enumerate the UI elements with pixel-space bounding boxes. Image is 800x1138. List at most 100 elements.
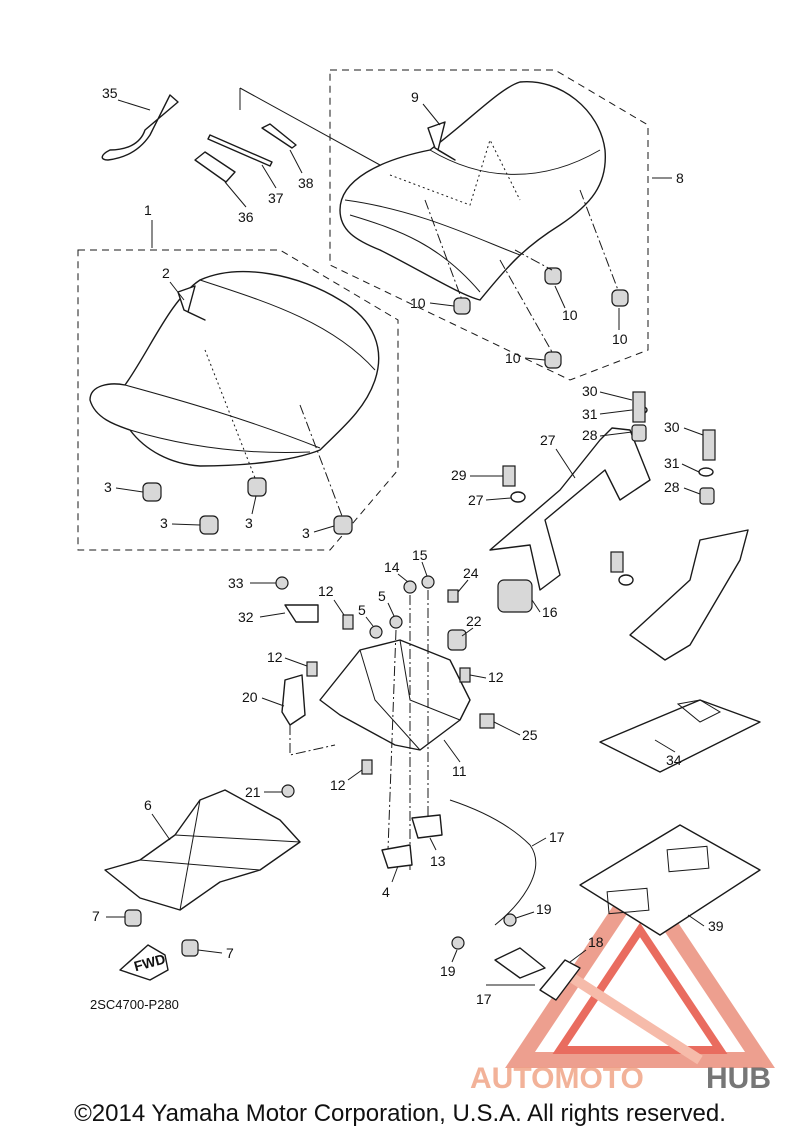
seat-lock-bracket-11 [319, 639, 471, 751]
callout-27-a: 27 [468, 492, 484, 508]
callout-31-b: 31 [664, 455, 680, 471]
callout-28-b: 28 [664, 479, 680, 495]
nut-5-a [369, 625, 383, 639]
fwd-arrow: FWD [119, 944, 169, 981]
callout-30-b: 30 [664, 419, 680, 435]
callout-8: 8 [676, 170, 684, 186]
lock-13 [411, 814, 443, 839]
bolt-30-a [632, 391, 646, 423]
lock-4 [381, 844, 413, 869]
callout-35: 35 [102, 85, 118, 101]
callout-6: 6 [144, 797, 152, 813]
hook-wrench-35 [101, 94, 179, 161]
callout-15: 17 [549, 829, 565, 845]
callout-21: 21 [245, 784, 261, 800]
callout-10-a: 10 [410, 295, 426, 311]
callout-3-b: 3 [160, 515, 168, 531]
watermark-text: AUTOMOTO HUB [470, 1062, 771, 1095]
collar-28-b [699, 487, 715, 505]
bolt-30-b [702, 429, 716, 461]
collar-28-a [631, 424, 647, 442]
callout-33: 33 [228, 575, 244, 591]
damper-3-d [333, 515, 353, 535]
washer-27-b [618, 574, 634, 586]
bolt-29-a [502, 465, 516, 487]
washer-31-b [698, 467, 714, 477]
bracket-20 [281, 674, 306, 726]
callout-9: 9 [411, 89, 419, 105]
callout-16: 16 [542, 604, 558, 620]
grab-bar-26 [489, 427, 651, 591]
damper-3-a [142, 482, 162, 502]
nut-14-a [403, 580, 417, 594]
bolt-12-b [306, 661, 318, 677]
rear-seat [339, 81, 606, 301]
callout-36: 36 [238, 209, 254, 225]
front-seat [89, 270, 380, 467]
watermark-logo [505, 865, 775, 1068]
manual-39 [579, 824, 761, 936]
callout-12-b: 12 [267, 649, 283, 665]
bolt-19-a [503, 913, 517, 927]
callout-37: 37 [268, 190, 284, 206]
callout-31-a: 31 [582, 406, 598, 422]
callout-29-a: 29 [451, 467, 467, 483]
callout-26: 27 [540, 432, 556, 448]
clip-22 [447, 629, 467, 651]
bolt-29-b [610, 551, 624, 573]
rear-seat-group-outline [329, 69, 649, 381]
callout-10-d: 10 [505, 350, 521, 366]
callout-5-a: 5 [358, 602, 366, 618]
callout-23: 24 [463, 565, 479, 581]
latch-18 [539, 959, 581, 1001]
washer-27-a [510, 491, 526, 503]
callout-28-a: 28 [582, 427, 598, 443]
callout-34: 34 [666, 752, 682, 768]
callout-2: 2 [162, 265, 170, 281]
diagram-code: 2SC4700-P280 [90, 997, 179, 1012]
callout-12-c: 12 [488, 669, 504, 685]
hex-key-38 [261, 123, 297, 149]
damper-7-a [124, 909, 142, 927]
callout-12-d: 12 [330, 777, 346, 793]
bolt-12-a [342, 614, 354, 630]
bolt-33 [275, 576, 289, 590]
watermark-part1: AUTOMOTO [470, 1062, 644, 1095]
callouts: 35 9 8 38 37 36 1 2 10 10 10 10 30 31 28… [92, 85, 724, 1007]
callout-10-b: 10 [562, 307, 578, 323]
callout-14-b: 15 [412, 547, 428, 563]
damper-10-b [544, 267, 562, 285]
callout-38: 38 [298, 175, 314, 191]
pouch-34 [599, 699, 761, 773]
nut-14-b [421, 575, 435, 589]
damper-10-c [611, 289, 629, 307]
bolt-21 [281, 784, 295, 798]
bolt-12-d [361, 759, 373, 775]
cap-16 [497, 579, 533, 613]
callout-32: 32 [238, 609, 254, 625]
wrench-37 [207, 134, 273, 167]
callout-7-a: 7 [92, 908, 100, 924]
callout-3-d: 3 [302, 525, 310, 541]
grab-bar-25 [629, 529, 749, 661]
callout-10-c: 10 [612, 331, 628, 347]
callout-13: 13 [430, 853, 446, 869]
callout-4: 4 [382, 884, 390, 900]
seat-frame-6 [104, 789, 301, 911]
callout-20: 20 [242, 689, 258, 705]
callout-1: 1 [144, 202, 152, 218]
damper-10-a [453, 297, 471, 315]
cable-15 [449, 799, 537, 926]
callout-17: 17 [476, 991, 492, 1007]
callout-14-a: 14 [384, 559, 400, 575]
callout-30-a: 30 [582, 383, 598, 399]
watermark-part2: HUB [706, 1062, 771, 1095]
damper-3-c [247, 477, 267, 497]
fwd-label: FWD [132, 951, 167, 975]
bolt-19-b [451, 936, 465, 950]
nut-5-b [389, 615, 403, 629]
callout-3-c: 3 [245, 515, 253, 531]
bolt-23 [447, 589, 459, 603]
callout-24: 25 [522, 727, 538, 743]
